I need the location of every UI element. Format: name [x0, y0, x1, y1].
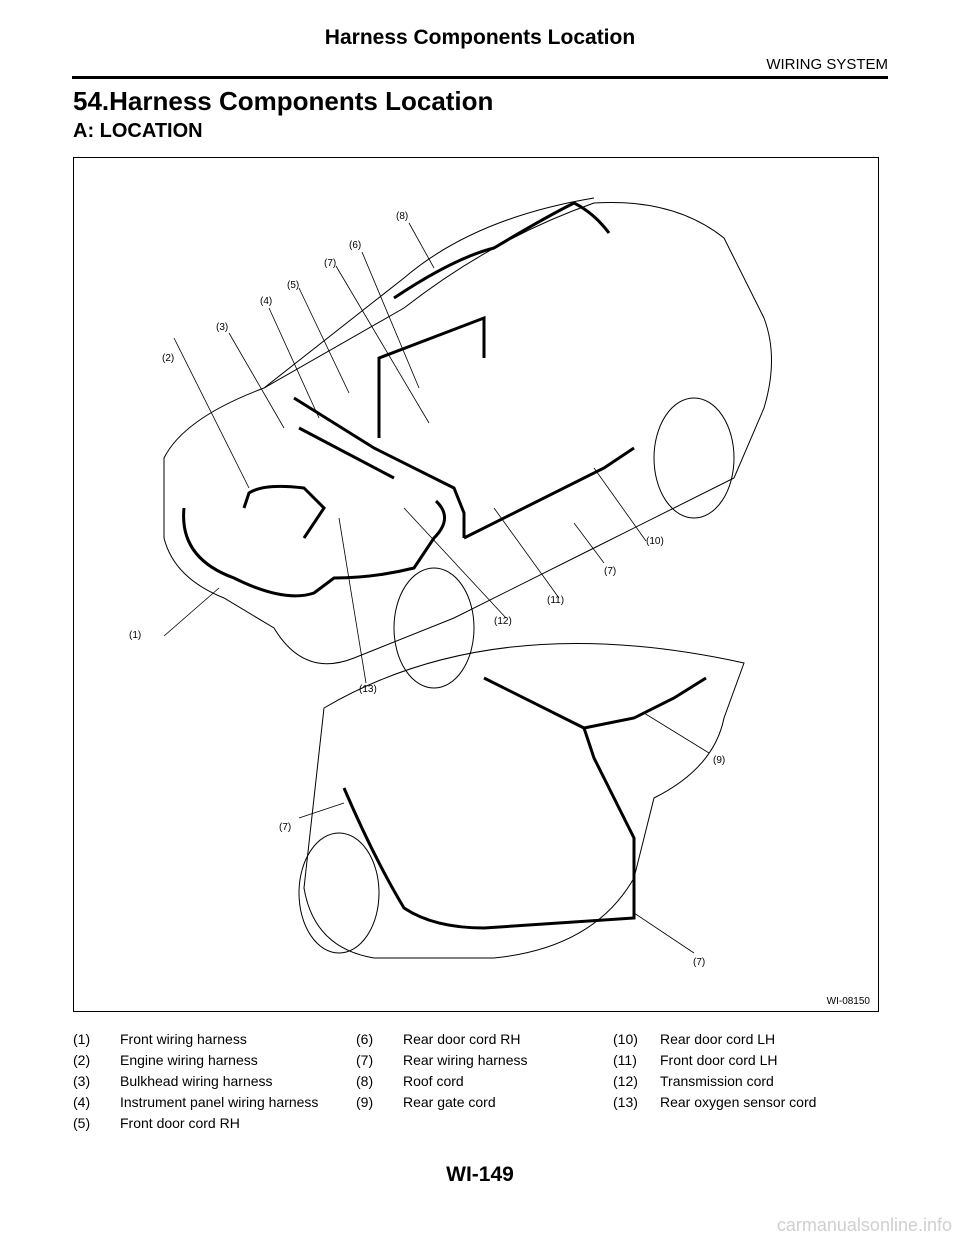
callout: (1): [129, 630, 141, 641]
rear-gate-cord-line: [483, 676, 707, 730]
callout: (8): [396, 211, 408, 222]
legend-num: (9): [356, 1094, 374, 1110]
legend-label: Front door cord LH: [660, 1052, 778, 1068]
callout: (3): [216, 322, 228, 333]
legend-label: Rear door cord RH: [403, 1031, 521, 1047]
car-body-outline: [163, 201, 772, 665]
legend-num: (11): [613, 1052, 637, 1068]
callout: (13): [359, 684, 377, 695]
rear-car-outline: [303, 642, 745, 959]
front-wheel: [393, 567, 475, 689]
engine-harness-line: [242, 484, 326, 539]
legend-label: Front wiring harness: [120, 1031, 247, 1047]
callout: (7): [279, 822, 291, 833]
legend-num: (8): [356, 1073, 374, 1089]
callout: (5): [287, 280, 299, 291]
callout-layer: (1) (2) (3) (4) (5) (7) (6) (8) (10) (7)…: [129, 211, 725, 968]
legend-num: (1): [73, 1031, 91, 1047]
callout: (12): [494, 616, 512, 627]
legend-num: (5): [73, 1115, 91, 1131]
leader-lines: [163, 222, 710, 954]
instrument-harness-line: [298, 426, 395, 480]
legend-num: (10): [613, 1031, 638, 1047]
callout: (2): [162, 353, 174, 364]
header-section: WIRING SYSTEM: [766, 56, 888, 73]
legend-label: Front door cord RH: [120, 1115, 240, 1131]
front-harness-line: [182, 499, 446, 598]
figure-id: WI-08150: [826, 996, 870, 1007]
callout: (6): [349, 240, 361, 251]
harness-diagram: [163, 197, 772, 959]
rear-harness-line: [342, 727, 636, 930]
car-windshield-line: [263, 197, 595, 389]
legend-num: (7): [356, 1052, 374, 1068]
callout: (4): [260, 296, 272, 307]
legend-label: Bulkhead wiring harness: [120, 1073, 273, 1089]
callout: (7): [324, 258, 336, 269]
legend-label: Rear oxygen sensor cord: [660, 1094, 817, 1110]
figure-box: (1) (2) (3) (4) (5) (7) (6) (8) (10) (7)…: [73, 157, 879, 1012]
rear-door-cord-line: [377, 315, 486, 438]
callout: (10): [646, 536, 664, 547]
legend-label: Rear wiring harness: [403, 1052, 528, 1068]
legend-num: (13): [613, 1094, 638, 1110]
roof-cord-line: [393, 201, 611, 300]
floor-harness-line: [463, 446, 635, 540]
doc-title: 54.Harness Components Location: [73, 86, 494, 116]
bulkhead-harness-line: [293, 396, 466, 538]
legend-num: (2): [73, 1052, 91, 1068]
callout: (11): [547, 595, 564, 606]
legend-num: (6): [356, 1031, 374, 1047]
header-title: Harness Components Location: [324, 26, 636, 49]
legend-label: Transmission cord: [660, 1073, 774, 1089]
callout: (7): [693, 957, 705, 968]
legend-num: (12): [613, 1073, 638, 1089]
legend-label: Roof cord: [403, 1073, 464, 1089]
rear-car-wheel: [298, 832, 380, 954]
rear-wheel: [653, 397, 735, 519]
legend-label: Rear gate cord: [403, 1094, 496, 1110]
header-rule: [72, 76, 888, 79]
legend-num: (4): [73, 1094, 91, 1110]
legend-label: Instrument panel wiring harness: [120, 1094, 319, 1110]
legend-num: (3): [73, 1073, 91, 1089]
callout: (7): [604, 566, 616, 577]
doc-subtitle: A: LOCATION: [73, 120, 203, 142]
watermark: carmanualsonline.info: [776, 1215, 952, 1235]
legend-label: Rear door cord LH: [660, 1031, 776, 1047]
callout: (9): [713, 755, 725, 766]
page-number: WI-149: [446, 1163, 514, 1186]
legend-label: Engine wiring harness: [120, 1052, 258, 1068]
